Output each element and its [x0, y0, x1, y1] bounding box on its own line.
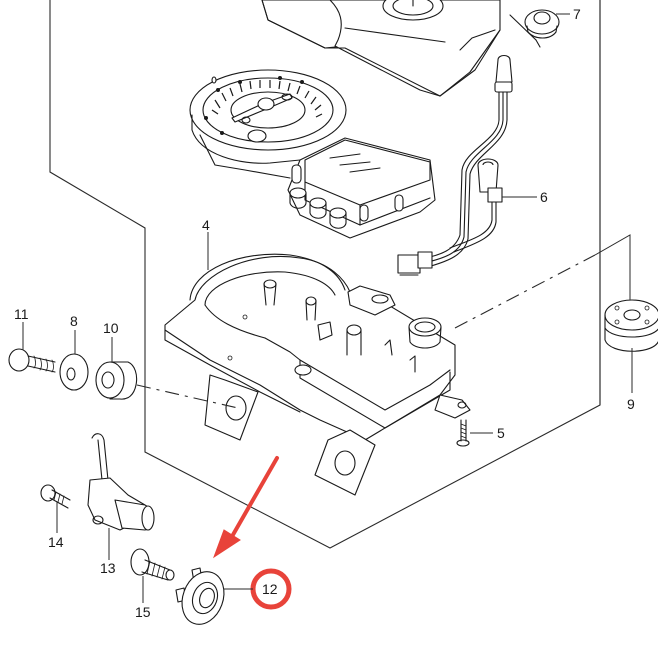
callout-4: 4	[202, 217, 210, 233]
callout-12: 12	[262, 581, 278, 597]
mount-tab-bottom	[314, 429, 376, 496]
highlight-arrow	[213, 456, 279, 559]
mount-tab-left	[204, 374, 259, 441]
dial-ticks	[211, 80, 323, 118]
display-module	[287, 137, 436, 239]
callout-7: 7	[573, 6, 581, 22]
speedometer-gauge	[189, 69, 347, 179]
speed-sensor-13	[87, 433, 155, 531]
callout-6: 6	[540, 189, 548, 205]
cushion-10	[95, 361, 138, 400]
callout-labels: 4 5 6 7 8 9 10 11 12 13 14 15	[14, 6, 635, 620]
meter-case-lower	[164, 253, 471, 496]
callout-13: 13	[100, 560, 116, 576]
callout-11: 11	[14, 306, 29, 322]
upper-meter-cover	[261, 0, 501, 97]
callout-10: 10	[103, 320, 119, 336]
callout-15: 15	[135, 604, 151, 620]
callout-14: 14	[48, 534, 64, 550]
grommet-top	[509, 9, 560, 48]
washer-8	[59, 353, 89, 391]
damper-cushion-9	[604, 299, 658, 352]
callout-5: 5	[497, 425, 505, 441]
bolt-14	[40, 484, 71, 509]
callout-8: 8	[70, 313, 78, 329]
screw-5	[456, 419, 470, 447]
assembly-leaders	[136, 234, 631, 409]
assembly-frame	[49, 0, 601, 549]
callout-leaders	[22, 13, 633, 603]
bolt-11	[8, 348, 56, 373]
sensor-cap-12	[175, 567, 225, 625]
bulb-socket-harness	[397, 54, 513, 276]
bolt-15	[130, 548, 175, 581]
callout-9: 9	[627, 396, 635, 412]
